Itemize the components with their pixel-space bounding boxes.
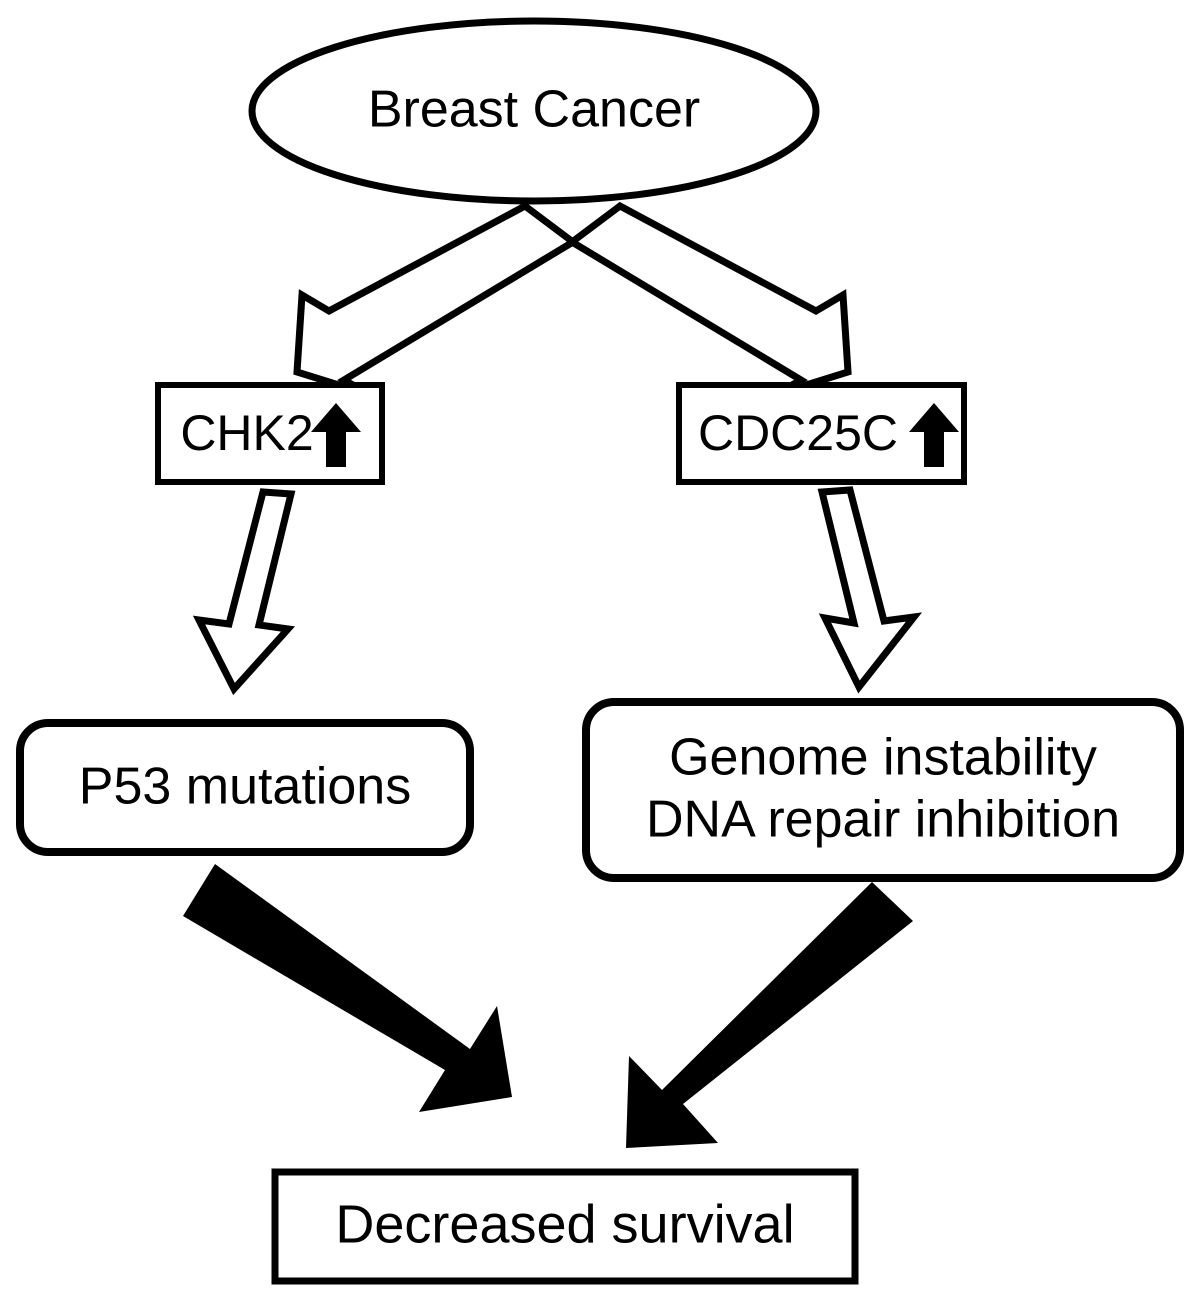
up-arrow-icon xyxy=(311,403,361,467)
node-genome-instability[interactable]: Genome instability DNA repair inhibition xyxy=(582,698,1184,882)
edge-p53-to-survival xyxy=(183,864,512,1112)
cdc25c-label: CDC25C xyxy=(698,405,898,461)
node-chk2[interactable]: CHK2 xyxy=(155,382,385,485)
node-cdc25c[interactable]: CDC25C xyxy=(676,382,967,485)
node-p53-mutations[interactable]: P53 mutations xyxy=(16,719,474,856)
node-breast-cancer[interactable]: Breast Cancer xyxy=(248,17,820,205)
breast-cancer-ellipse xyxy=(248,17,820,205)
p53-mutations-label: P53 mutations xyxy=(79,758,411,816)
breast-cancer-label: Breast Cancer xyxy=(368,81,700,139)
p53-mutations-box xyxy=(16,719,474,856)
decreased-survival-label: Decreased survival xyxy=(335,1194,794,1254)
edge-chk2-to-p53 xyxy=(192,488,296,696)
up-arrow-icon xyxy=(909,403,959,467)
edge-root-to-chk2 xyxy=(293,201,580,399)
edge-root-to-cdc25c xyxy=(565,201,852,399)
decreased-survival-box xyxy=(271,1168,859,1285)
node-decreased-survival[interactable]: Decreased survival xyxy=(271,1168,859,1285)
edge-cdc25c-to-genome xyxy=(817,486,923,694)
cdc25c-box xyxy=(676,382,967,485)
genome-instability-line2: DNA repair inhibition xyxy=(646,791,1120,849)
genome-instability-box xyxy=(582,698,1184,882)
genome-instability-line1: Genome instability xyxy=(669,729,1097,787)
edge-genome-to-survival xyxy=(626,882,913,1148)
chk2-label: CHK2 xyxy=(180,405,313,461)
